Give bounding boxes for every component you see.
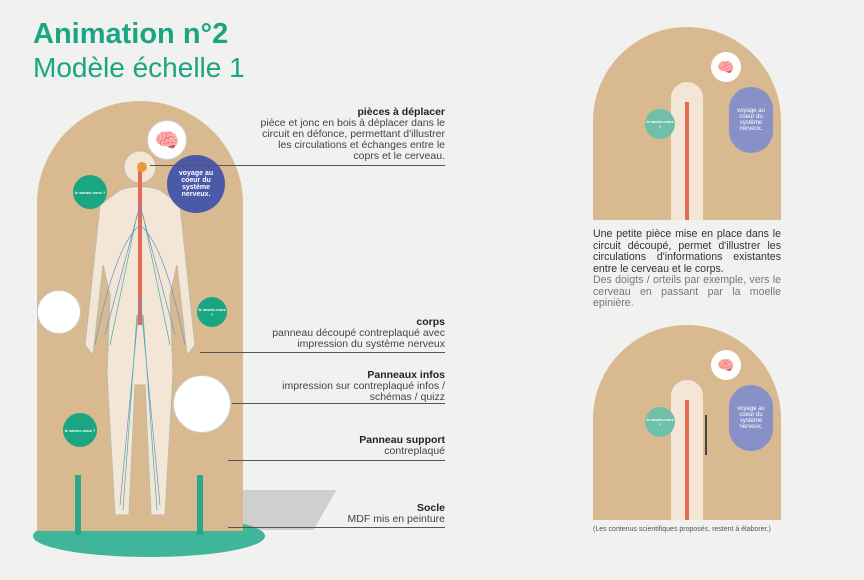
label-text: impression sur contreplaqué infos / sché… [282,380,445,403]
footnote: (Les contenus scientifiques proposés, re… [593,526,771,533]
leader-line [228,527,445,528]
subtitle: Modèle échelle 1 [33,52,245,83]
label-title: corps [416,316,445,328]
voyage-panel: voyage au coeur du système nerveux. [729,87,773,153]
body-figure [84,150,196,516]
caption: Une petite pièce mise en place dans le c… [593,228,781,310]
title: Animation n°2 [33,18,229,50]
caption-secondary: Des doigts / orteils par exemple, vers l… [593,274,781,309]
hand-circle [37,290,81,334]
spine [685,102,689,220]
leader-line [228,460,445,461]
leader-line [232,403,445,404]
label-title: Socle [416,502,445,514]
detail-top: 🧠 voyage au coeur du système nerveux. le… [593,27,781,220]
info-circle: le saviez-vous ? [645,407,675,437]
stand-right [197,475,203,535]
feet-circle [173,375,231,433]
spine [685,400,689,520]
label-text: contreplaqué [384,445,445,457]
brain-circle: 🧠 [711,52,741,82]
label-text: MDF mis en peinture [347,513,445,525]
info-circle-2: le saviez-vous ? [197,297,227,327]
arrow-up-icon [705,415,707,455]
info-circle: le saviez-vous ? [645,109,675,139]
voyage-panel: voyage au coeur du système nerveux. [729,385,773,451]
caption-main: Une petite pièce mise en place dans le c… [593,228,781,275]
info-circle-3: le saviez-vous ? [63,413,97,447]
stand-left [75,475,81,535]
label-text: panneau découpé contreplaqué avec impres… [272,327,445,350]
voyage-circle: voyage au coeur du système nerveux. [167,155,225,213]
label-title: Panneau support [359,434,445,446]
leader-line [200,352,445,353]
brain-circle: 🧠 [147,120,187,160]
label-title: Panneaux infos [367,369,445,381]
info-circle-1: le saviez-vous ? [73,175,107,209]
detail-bottom: 🧠 voyage au coeur du système nerveux. le… [593,325,781,520]
label-title: pièces à déplacer [357,106,445,118]
leader-line [150,165,445,166]
label-text: pièce et jonc en bois à déplacer dans le… [260,117,445,162]
brain-circle: 🧠 [711,350,741,380]
model-illustration: 🧠 voyage au coeur du système nerveux. le… [25,95,337,565]
